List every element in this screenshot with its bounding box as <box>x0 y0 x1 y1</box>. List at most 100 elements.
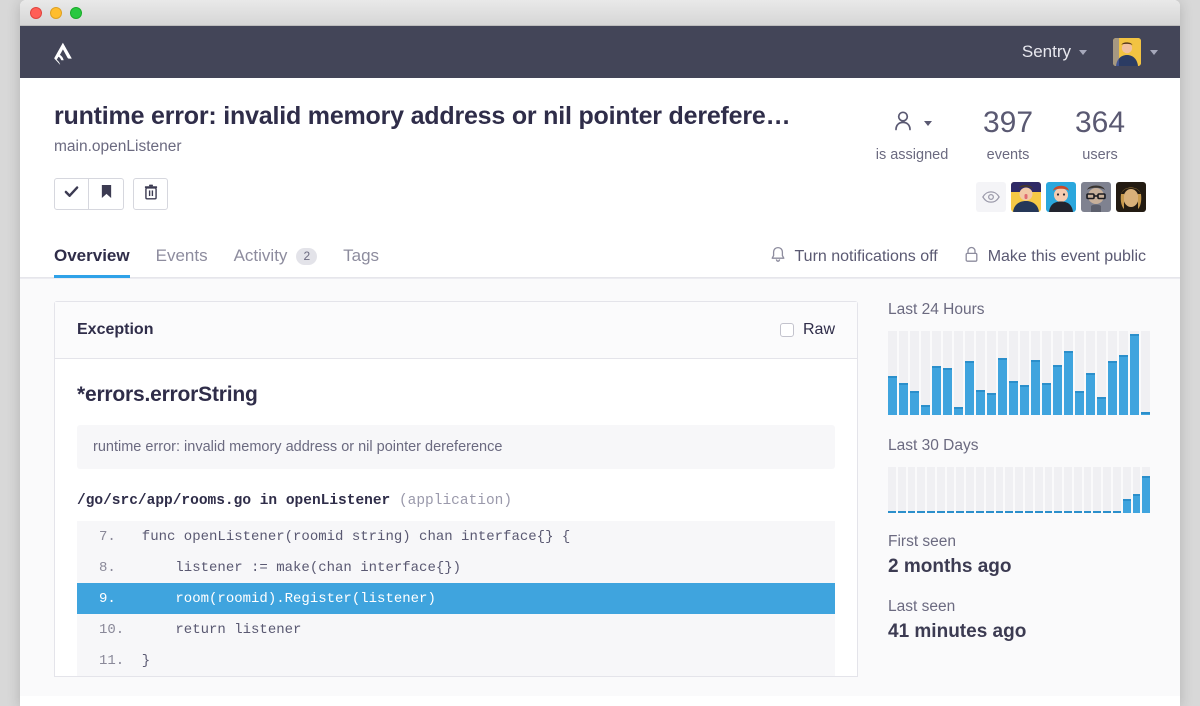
users-label: users <box>1082 147 1118 163</box>
chart-bar-slot[interactable] <box>1112 467 1121 513</box>
checkmark-icon <box>64 184 79 204</box>
window-maximize-button[interactable] <box>70 6 82 19</box>
tab-events[interactable]: Events <box>156 246 208 277</box>
chart-bar-slot[interactable] <box>965 331 974 415</box>
chart-bar-slot[interactable] <box>1097 331 1106 415</box>
code-line-highlighted[interactable]: 9. room(roomid).Register(listener) <box>77 583 835 614</box>
chart-bar-slot[interactable] <box>1042 331 1051 415</box>
chart-bar-slot[interactable] <box>1141 331 1150 415</box>
chart-bar-slot[interactable] <box>907 467 916 513</box>
chart-last-30-days[interactable] <box>888 467 1151 513</box>
seen-avatar-4[interactable] <box>1116 182 1146 212</box>
notifications-toggle[interactable]: Turn notifications off <box>770 246 938 268</box>
chart-bar-slot[interactable] <box>1130 331 1139 415</box>
chart-bar-slot[interactable] <box>946 467 955 513</box>
users-stat[interactable]: 364 users <box>1054 106 1146 163</box>
chart-bar-slot[interactable] <box>1009 331 1018 415</box>
chart-bar-slot[interactable] <box>1064 331 1073 415</box>
chart-bar-slot[interactable] <box>1020 331 1029 415</box>
resolve-button[interactable] <box>54 178 89 210</box>
assignee-dropdown[interactable] <box>862 106 962 140</box>
chart-bar-slot[interactable] <box>1093 467 1102 513</box>
issue-header-left: runtime error: invalid memory address or… <box>54 102 862 210</box>
tab-activity[interactable]: Activity 2 <box>234 246 318 277</box>
eye-icon[interactable] <box>976 182 1006 212</box>
code-line[interactable]: 10. return listener <box>77 614 835 645</box>
tab-overview[interactable]: Overview <box>54 246 130 278</box>
chart-bar <box>1141 412 1150 415</box>
chart-bar-slot[interactable] <box>1103 467 1111 513</box>
chart-bar-slot[interactable] <box>1122 467 1131 513</box>
chart-bar-slot[interactable] <box>1053 331 1062 415</box>
user-dropdown[interactable] <box>1113 38 1158 66</box>
events-stat[interactable]: 397 events <box>962 106 1054 163</box>
chart-bar-slot[interactable] <box>1108 331 1117 415</box>
chart-last-24-hours[interactable] <box>888 331 1150 415</box>
chart-bar-slot[interactable] <box>910 331 919 415</box>
chart-bar-slot[interactable] <box>976 331 985 415</box>
code-context: 7. func openListener(roomid string) chan… <box>77 521 835 676</box>
bookmark-icon <box>100 184 113 204</box>
chart-bar-slot[interactable] <box>1086 331 1095 415</box>
chart-bar-slot[interactable] <box>1054 467 1063 513</box>
chart-bar-slot[interactable] <box>976 467 984 513</box>
window-minimize-button[interactable] <box>50 6 62 19</box>
chart-bar-slot[interactable] <box>899 331 908 415</box>
chart-bar-slot[interactable] <box>1132 467 1141 513</box>
chart-bar-slot[interactable] <box>1044 467 1053 513</box>
stack-frame-title[interactable]: /go/src/app/rooms.go in openListener (ap… <box>77 493 835 509</box>
sentry-logo-icon[interactable] <box>50 39 76 65</box>
line-source: room(roomid).Register(listener) <box>125 590 436 607</box>
sidebar: Last 24 Hours Last 30 Days First seen 2 … <box>858 279 1180 696</box>
chart-bar-slot[interactable] <box>1015 467 1023 513</box>
chart-bar-slot[interactable] <box>1083 467 1092 513</box>
seen-avatar-2[interactable] <box>1046 182 1076 212</box>
window-close-button[interactable] <box>30 6 42 19</box>
chart-bar-slot[interactable] <box>1075 331 1084 415</box>
code-line[interactable]: 7. func openListener(roomid string) chan… <box>77 521 835 552</box>
chart-bar-slot[interactable] <box>1064 467 1072 513</box>
chart-bar-slot[interactable] <box>954 331 963 415</box>
org-dropdown[interactable]: Sentry <box>1022 42 1087 62</box>
chart-bar-slot[interactable] <box>936 467 945 513</box>
raw-checkbox[interactable] <box>779 323 794 337</box>
delete-button[interactable] <box>133 178 168 210</box>
chart-bar-slot[interactable] <box>1119 331 1128 415</box>
chart-bar-slot[interactable] <box>995 467 1004 513</box>
chart-bar-slot[interactable] <box>998 331 1007 415</box>
chart-bar <box>1103 511 1111 513</box>
chart-bar-slot[interactable] <box>956 467 965 513</box>
chart-bar-slot[interactable] <box>1005 467 1014 513</box>
tab-tags[interactable]: Tags <box>343 246 379 277</box>
bookmark-button[interactable] <box>89 178 124 210</box>
raw-toggle[interactable]: Raw <box>779 321 835 339</box>
code-line[interactable]: 8. listener := make(chan interface{}) <box>77 552 835 583</box>
chart-bar-slot[interactable] <box>1034 467 1043 513</box>
chart-bar-slot[interactable] <box>985 467 994 513</box>
first-seen-value: 2 months ago <box>888 556 1012 577</box>
chart-bar-slot[interactable] <box>927 467 935 513</box>
chart-bar-slot[interactable] <box>932 331 941 415</box>
seen-avatar-3[interactable] <box>1081 182 1111 212</box>
chart-bar <box>985 511 994 513</box>
chart-bar-slot[interactable] <box>1073 467 1082 513</box>
chart-bar-slot[interactable] <box>1142 467 1151 513</box>
org-name-label: Sentry <box>1021 42 1071 61</box>
seen-avatar-1[interactable] <box>1011 182 1041 212</box>
chart-bar-slot[interactable] <box>921 331 930 415</box>
exception-panel-header: Exception Raw <box>55 302 857 359</box>
chart-bar-slot[interactable] <box>1031 331 1040 415</box>
code-line[interactable]: 11. } <box>77 645 835 676</box>
chart-bar-slot[interactable] <box>1024 467 1033 513</box>
users-count: 364 <box>1074 106 1126 139</box>
chart-bar-slot[interactable] <box>966 467 975 513</box>
chart-bar <box>1083 511 1092 513</box>
exception-type: *errors.errorString <box>77 383 258 406</box>
chart-bar-slot[interactable] <box>943 331 952 415</box>
chart-bar-slot[interactable] <box>897 467 906 513</box>
chart-bar-slot[interactable] <box>888 331 897 415</box>
chart-bar-slot[interactable] <box>917 467 926 513</box>
chart-bar-slot[interactable] <box>888 467 896 513</box>
chart-bar-slot[interactable] <box>987 331 996 415</box>
make-public-button[interactable]: Make this event public <box>964 246 1146 268</box>
